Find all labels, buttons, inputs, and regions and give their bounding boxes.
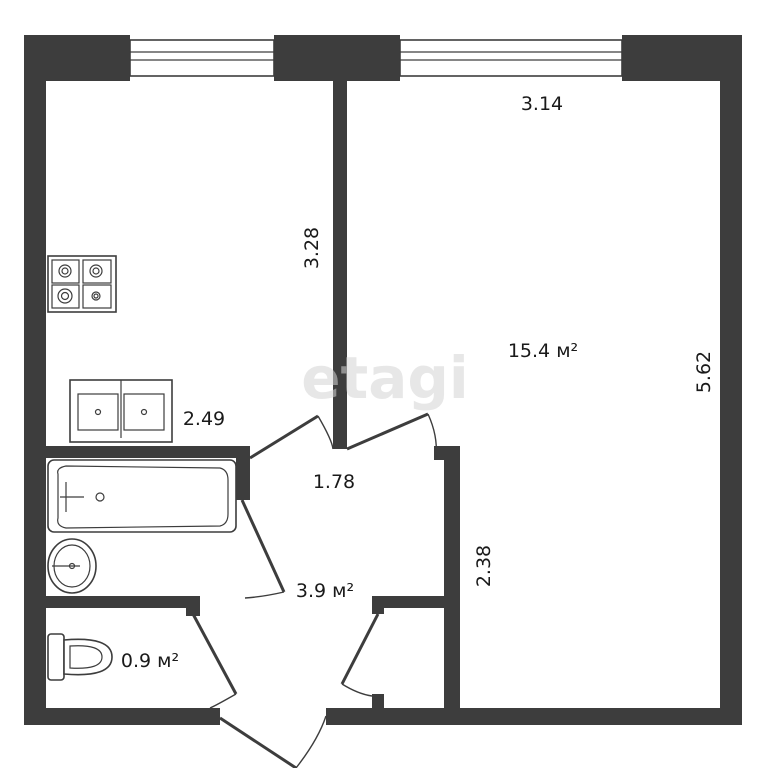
window-room bbox=[399, 39, 623, 77]
area-bathroom: 3.9 м² bbox=[296, 580, 354, 602]
bathtub-icon bbox=[47, 459, 237, 533]
area-room: 15.4 м² bbox=[508, 340, 578, 362]
toilet-icon bbox=[47, 633, 113, 681]
interior-walls bbox=[46, 81, 460, 710]
dimension-room-width: 3.14 bbox=[521, 93, 563, 115]
exterior-walls bbox=[24, 35, 742, 725]
dimension-hall-width: 1.78 bbox=[313, 471, 355, 493]
area-toilet: 0.9 м² bbox=[121, 650, 179, 672]
washbasin-icon bbox=[47, 538, 97, 594]
door-entrance bbox=[219, 715, 327, 768]
door-kitchen bbox=[249, 414, 334, 460]
door-closet bbox=[340, 613, 380, 697]
stove-icon bbox=[47, 255, 117, 313]
dimension-kitchen-width: 2.49 bbox=[183, 408, 225, 430]
dimension-room-height: 5.62 bbox=[693, 351, 715, 393]
dimension-hall-height: 2.38 bbox=[473, 545, 495, 587]
watermark-logo: etagi bbox=[301, 344, 469, 412]
door-toilet bbox=[191, 613, 238, 709]
door-room bbox=[346, 412, 438, 457]
kitchen-sink-icon bbox=[69, 379, 173, 443]
door-bathroom bbox=[240, 499, 286, 599]
window-kitchen bbox=[129, 39, 275, 77]
dimension-kitchen-height: 3.28 bbox=[301, 227, 323, 269]
